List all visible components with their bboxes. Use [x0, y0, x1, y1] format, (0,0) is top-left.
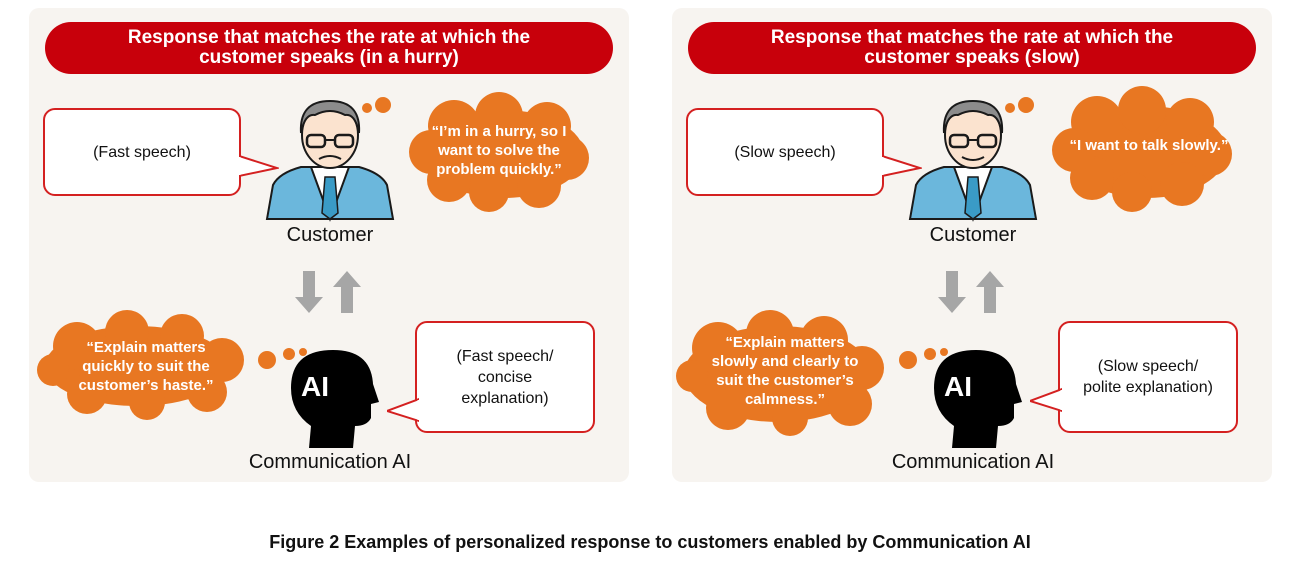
ai-thought-line3: suit the customer’s: [716, 372, 854, 389]
ai-head-icon: [934, 350, 1022, 448]
ai-thought-line2: slowly and clearly to: [711, 353, 859, 370]
panel-title-line2: customer speaks (in a hurry): [199, 47, 459, 68]
panel-hurry: Response that matches the rate at which …: [29, 8, 629, 482]
customer-thought-text: “I want to talk slowly.”: [1054, 120, 1244, 170]
customer-thought-line1: “I’m in a hurry, so I: [431, 122, 567, 140]
customer-thought-text: “I’m in a hurry, so I want to solve the …: [419, 112, 579, 188]
ai-speech-line1: (Slow speech/: [1097, 358, 1199, 375]
speech-tail-icon: [882, 154, 922, 178]
panel-slow: Response that matches the rate at which …: [672, 8, 1272, 482]
ai-speech-box: (Fast speech/ concise explanation): [387, 321, 595, 433]
ai-thought-cloud-icon: [37, 310, 307, 420]
customer-label: Customer: [286, 224, 374, 246]
ai-speech-line2: concise: [477, 368, 533, 386]
customer-person-icon: [265, 99, 395, 222]
customer-thought-cloud-icon: [362, 92, 589, 212]
panel-title-line1: Response that matches the rate at which …: [127, 27, 531, 48]
ai-speech-line1: (Fast speech/: [456, 347, 554, 365]
ai-thought-line1: “Explain matters: [725, 334, 845, 351]
ai-speech-line3: explanation): [461, 389, 549, 407]
ai-speech-box: (Slow speech/ polite explanation): [1030, 321, 1238, 433]
ai-head-icon: [291, 350, 379, 448]
customer-speech-box: (Slow speech): [686, 108, 922, 196]
customer-label: Customer: [929, 224, 1017, 246]
ai-thought-text: “Explain matters quickly to suit the cus…: [57, 336, 235, 396]
customer-thought-cloud-icon: [1005, 86, 1232, 212]
speech-tail-icon: [387, 397, 419, 423]
ai-speech-line2: polite explanation): [1083, 379, 1213, 396]
ai-head-text: AI: [944, 371, 972, 402]
customer-speech-box: (Fast speech): [43, 108, 279, 196]
panel-title-banner: Response that matches the rate at which …: [45, 22, 613, 74]
exchange-arrows-icon: [295, 271, 361, 313]
figure-caption: Figure 2 Examples of personalized respon…: [269, 532, 1031, 552]
ai-thought-line1: “Explain matters: [86, 338, 206, 356]
ai-thought-line3: customer’s haste.”: [78, 376, 214, 394]
customer-speech-text: (Fast speech): [93, 143, 191, 161]
customer-person-icon: [908, 99, 1038, 222]
customer-thought-line3: problem quickly.”: [436, 160, 562, 178]
ai-thought-line4: calmness.”: [744, 391, 826, 408]
ai-thought-text: “Explain matters slowly and clearly to s…: [692, 330, 878, 412]
panel-title-line2: customer speaks (slow): [864, 47, 1080, 68]
panel-title-banner: Response that matches the rate at which …: [688, 22, 1256, 74]
ai-thought-cloud-icon: [676, 310, 948, 436]
ai-head-text: AI: [301, 371, 329, 402]
panel-title-line1: Response that matches the rate at which …: [770, 27, 1174, 48]
speech-tail-icon: [239, 154, 279, 178]
customer-thought-line1: “I want to talk slowly.”: [1069, 136, 1229, 154]
customer-speech-text: (Slow speech): [734, 143, 836, 161]
ai-label: Communication AI: [891, 451, 1055, 473]
customer-thought-line2: want to solve the: [438, 141, 560, 159]
exchange-arrows-icon: [938, 271, 1004, 313]
ai-thought-line2: quickly to suit the: [82, 357, 210, 375]
ai-label: Communication AI: [248, 451, 412, 473]
speech-tail-icon: [1030, 387, 1062, 413]
